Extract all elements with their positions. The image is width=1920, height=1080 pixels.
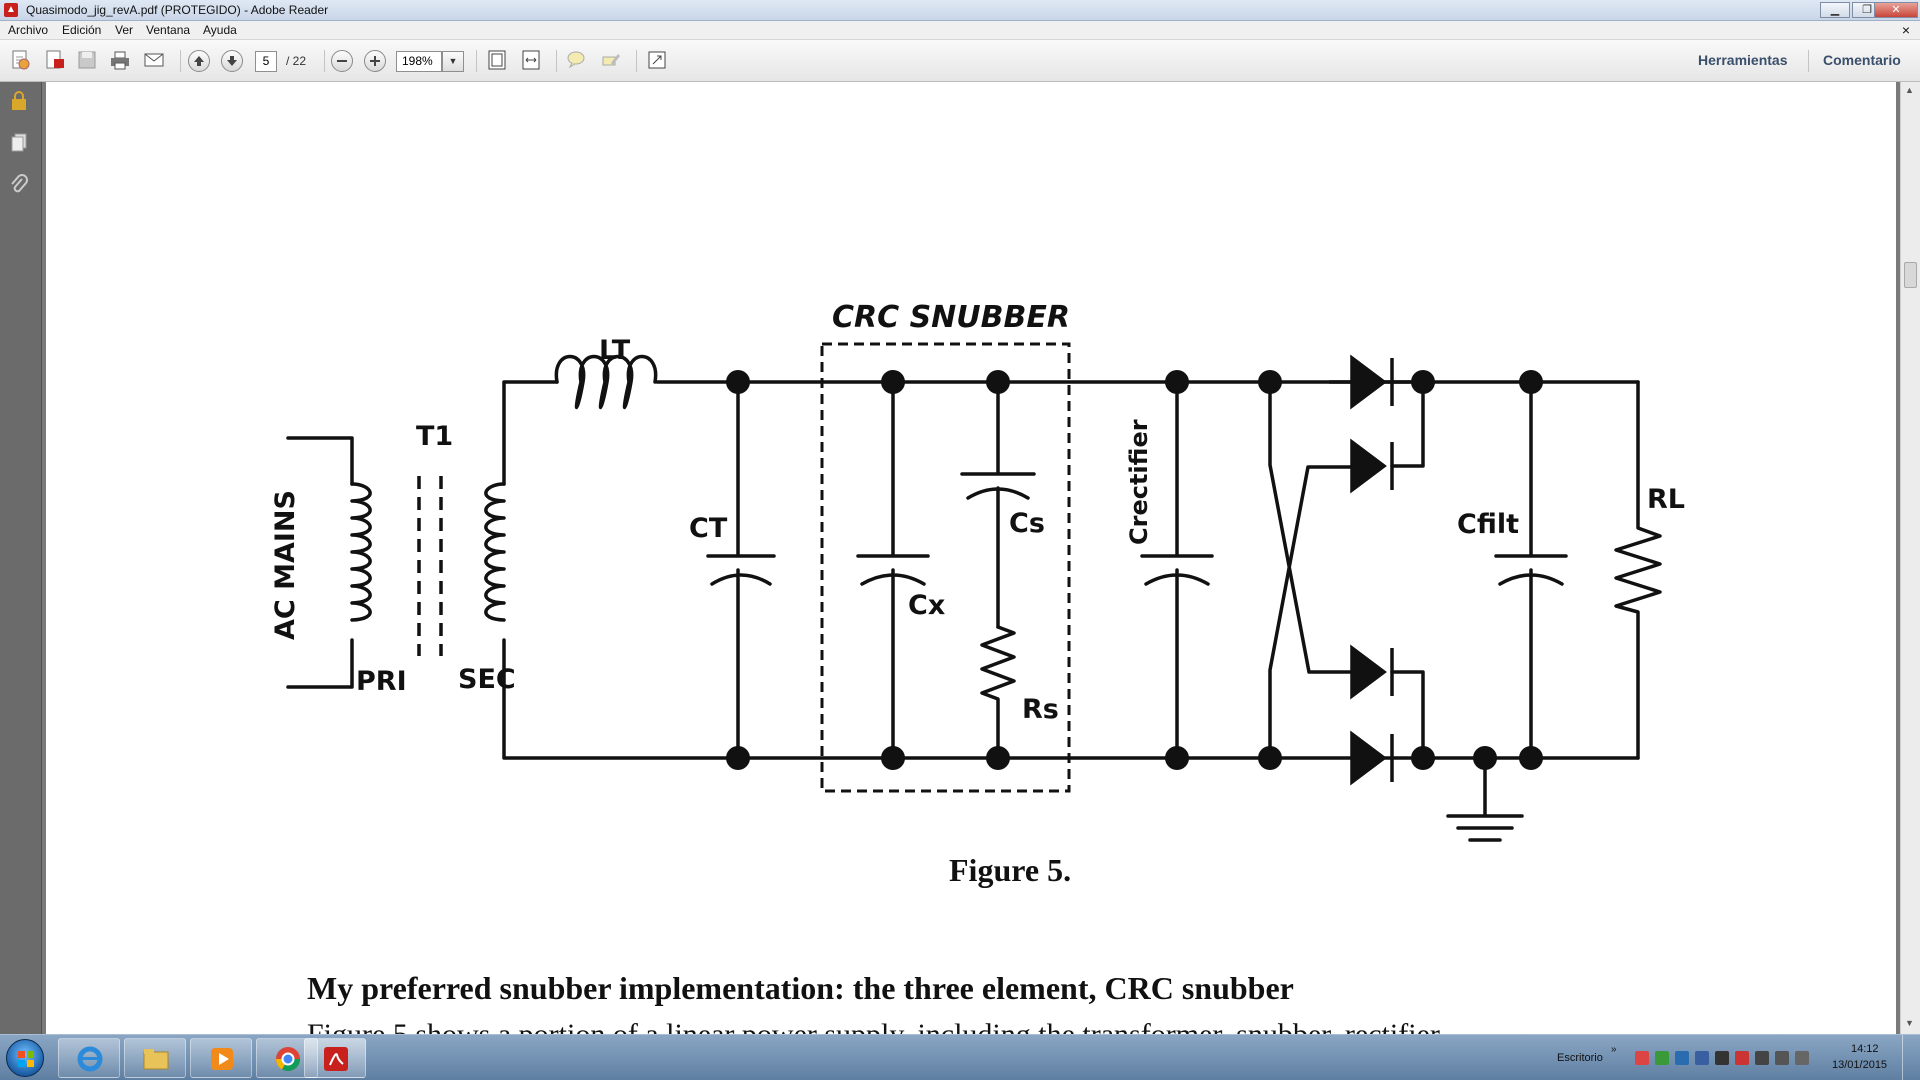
scroll-up-arrow-icon[interactable]: ▲ bbox=[1905, 85, 1914, 95]
next-page-button[interactable] bbox=[221, 50, 243, 72]
body-text-line: Figure 5 shows a portion of a linear pow… bbox=[307, 1018, 1867, 1034]
page-total-label: / 22 bbox=[286, 54, 307, 68]
toolbar: 5 / 22 198% ▼ Herramientas Comentario bbox=[0, 40, 1920, 82]
fit-width-icon[interactable] bbox=[518, 49, 544, 73]
internet-explorer-icon bbox=[76, 1045, 104, 1073]
tray-app-icon-4[interactable] bbox=[1695, 1051, 1709, 1065]
create-pdf-icon[interactable] bbox=[8, 49, 34, 73]
zoom-out-button[interactable] bbox=[331, 50, 353, 72]
highlight-pen-icon[interactable] bbox=[597, 49, 623, 73]
menu-ventana[interactable]: Ventana bbox=[146, 23, 191, 37]
menu-archivo[interactable]: Archivo bbox=[8, 23, 49, 37]
attachments-paperclip-icon[interactable] bbox=[8, 174, 30, 198]
label-t1: T1 bbox=[416, 421, 453, 452]
media-player-icon bbox=[208, 1045, 236, 1073]
previous-page-button[interactable] bbox=[188, 50, 210, 72]
label-crectifier: Crectifier bbox=[1125, 419, 1153, 545]
adobe-pdf-icon: ▲ bbox=[4, 3, 18, 17]
menu-edicion[interactable]: Edición bbox=[62, 23, 102, 37]
print-icon[interactable] bbox=[107, 49, 133, 73]
label-sec: SEC bbox=[458, 664, 516, 695]
label-cs: Cs bbox=[1009, 508, 1045, 539]
save-icon[interactable] bbox=[74, 49, 100, 73]
lock-icon[interactable] bbox=[8, 90, 30, 114]
scroll-thumb[interactable] bbox=[1904, 262, 1917, 288]
volume-icon[interactable] bbox=[1795, 1051, 1809, 1065]
label-rl: RL bbox=[1647, 484, 1685, 515]
comment-bubble-icon[interactable] bbox=[563, 49, 589, 73]
tools-tab[interactable]: Herramientas bbox=[1698, 52, 1788, 68]
fullscreen-icon[interactable] bbox=[644, 49, 670, 73]
action-center-flag-icon[interactable] bbox=[1755, 1051, 1769, 1065]
file-explorer-icon bbox=[142, 1045, 170, 1073]
clock-time[interactable]: 14:12 bbox=[1851, 1043, 1879, 1055]
label-cx: Cx bbox=[908, 590, 945, 621]
tray-app-icon-6[interactable] bbox=[1735, 1051, 1749, 1065]
export-pdf-icon[interactable] bbox=[42, 49, 68, 73]
tray-app-icon-3[interactable] bbox=[1675, 1051, 1689, 1065]
title-bar: ▲ Quasimodo_jig_revA.pdf (PROTEGIDO) - A… bbox=[0, 0, 1920, 21]
show-desktop-button[interactable] bbox=[1902, 1035, 1920, 1080]
vertical-scrollbar[interactable]: ▲ ▼ bbox=[1900, 82, 1920, 1034]
label-ct: CT bbox=[689, 513, 728, 544]
label-ac-mains: AC MAINS bbox=[270, 490, 301, 640]
page-number-input[interactable]: 5 bbox=[255, 51, 277, 72]
fit-page-icon[interactable] bbox=[484, 49, 510, 73]
label-crc-snubber: CRC SNUBBER bbox=[832, 300, 1070, 335]
start-button[interactable] bbox=[6, 1039, 44, 1077]
label-rs: Rs bbox=[1022, 694, 1059, 725]
adobe-reader-icon bbox=[322, 1045, 350, 1073]
menu-ayuda[interactable]: Ayuda bbox=[203, 23, 237, 37]
tray-app-icon-1[interactable] bbox=[1635, 1051, 1649, 1065]
page-thumbnails-icon[interactable] bbox=[8, 132, 30, 156]
comment-tab[interactable]: Comentario bbox=[1823, 52, 1901, 68]
window-title: Quasimodo_jig_revA.pdf (PROTEGIDO) - Ado… bbox=[26, 3, 329, 17]
clock-date[interactable]: 13/01/2015 bbox=[1832, 1059, 1888, 1071]
taskbar-file-explorer[interactable] bbox=[124, 1038, 186, 1078]
navigation-pane bbox=[0, 82, 42, 1034]
taskbar-internet-explorer[interactable] bbox=[58, 1038, 120, 1078]
toolbar-expand-icon[interactable]: » bbox=[1611, 1044, 1617, 1055]
tray-app-icon-5[interactable] bbox=[1715, 1051, 1729, 1065]
menu-ver[interactable]: Ver bbox=[115, 23, 134, 37]
body-text-partial: Figure 5 shows a portion of a linear pow… bbox=[307, 1018, 1867, 1034]
chrome-icon bbox=[274, 1045, 302, 1073]
label-pri: PRI bbox=[356, 666, 407, 697]
section-heading: My preferred snubber implementation: the… bbox=[307, 970, 1294, 1006]
close-window-button[interactable]: ✕ bbox=[1874, 2, 1918, 18]
tray-app-icon-2[interactable] bbox=[1655, 1051, 1669, 1065]
scroll-down-arrow-icon[interactable]: ▼ bbox=[1905, 1018, 1914, 1028]
pdf-page: CRC SNUBBER LT T1 AC MAINS PRI SEC CT Cx… bbox=[46, 82, 1896, 1034]
taskbar-adobe-reader[interactable] bbox=[304, 1038, 366, 1078]
figure-caption: Figure 5. bbox=[949, 852, 1072, 888]
close-document-button[interactable]: × bbox=[1901, 22, 1910, 38]
label-lt: LT bbox=[599, 335, 631, 366]
zoom-level-input[interactable]: 198% bbox=[396, 51, 442, 72]
desktop-toolbar-label[interactable]: Escritorio bbox=[1557, 1052, 1603, 1064]
taskbar-media-player[interactable] bbox=[190, 1038, 252, 1078]
menu-bar: Archivo Edición Ver Ventana Ayuda × bbox=[0, 21, 1920, 40]
document-viewport[interactable]: CRC SNUBBER LT T1 AC MAINS PRI SEC CT Cx… bbox=[42, 82, 1900, 1034]
zoom-dropdown-chevron-icon[interactable]: ▼ bbox=[442, 51, 464, 72]
windows-taskbar: Escritorio » 14:12 13/01/2015 bbox=[0, 1034, 1920, 1080]
zoom-in-button[interactable] bbox=[364, 50, 386, 72]
minimize-button[interactable]: ▁ bbox=[1820, 2, 1850, 18]
circuit-diagram: CRC SNUBBER LT T1 AC MAINS PRI SEC CT Cx… bbox=[270, 300, 1685, 842]
network-icon[interactable] bbox=[1775, 1051, 1789, 1065]
email-icon[interactable] bbox=[141, 49, 167, 73]
label-cfilt: Cfilt bbox=[1457, 509, 1519, 540]
